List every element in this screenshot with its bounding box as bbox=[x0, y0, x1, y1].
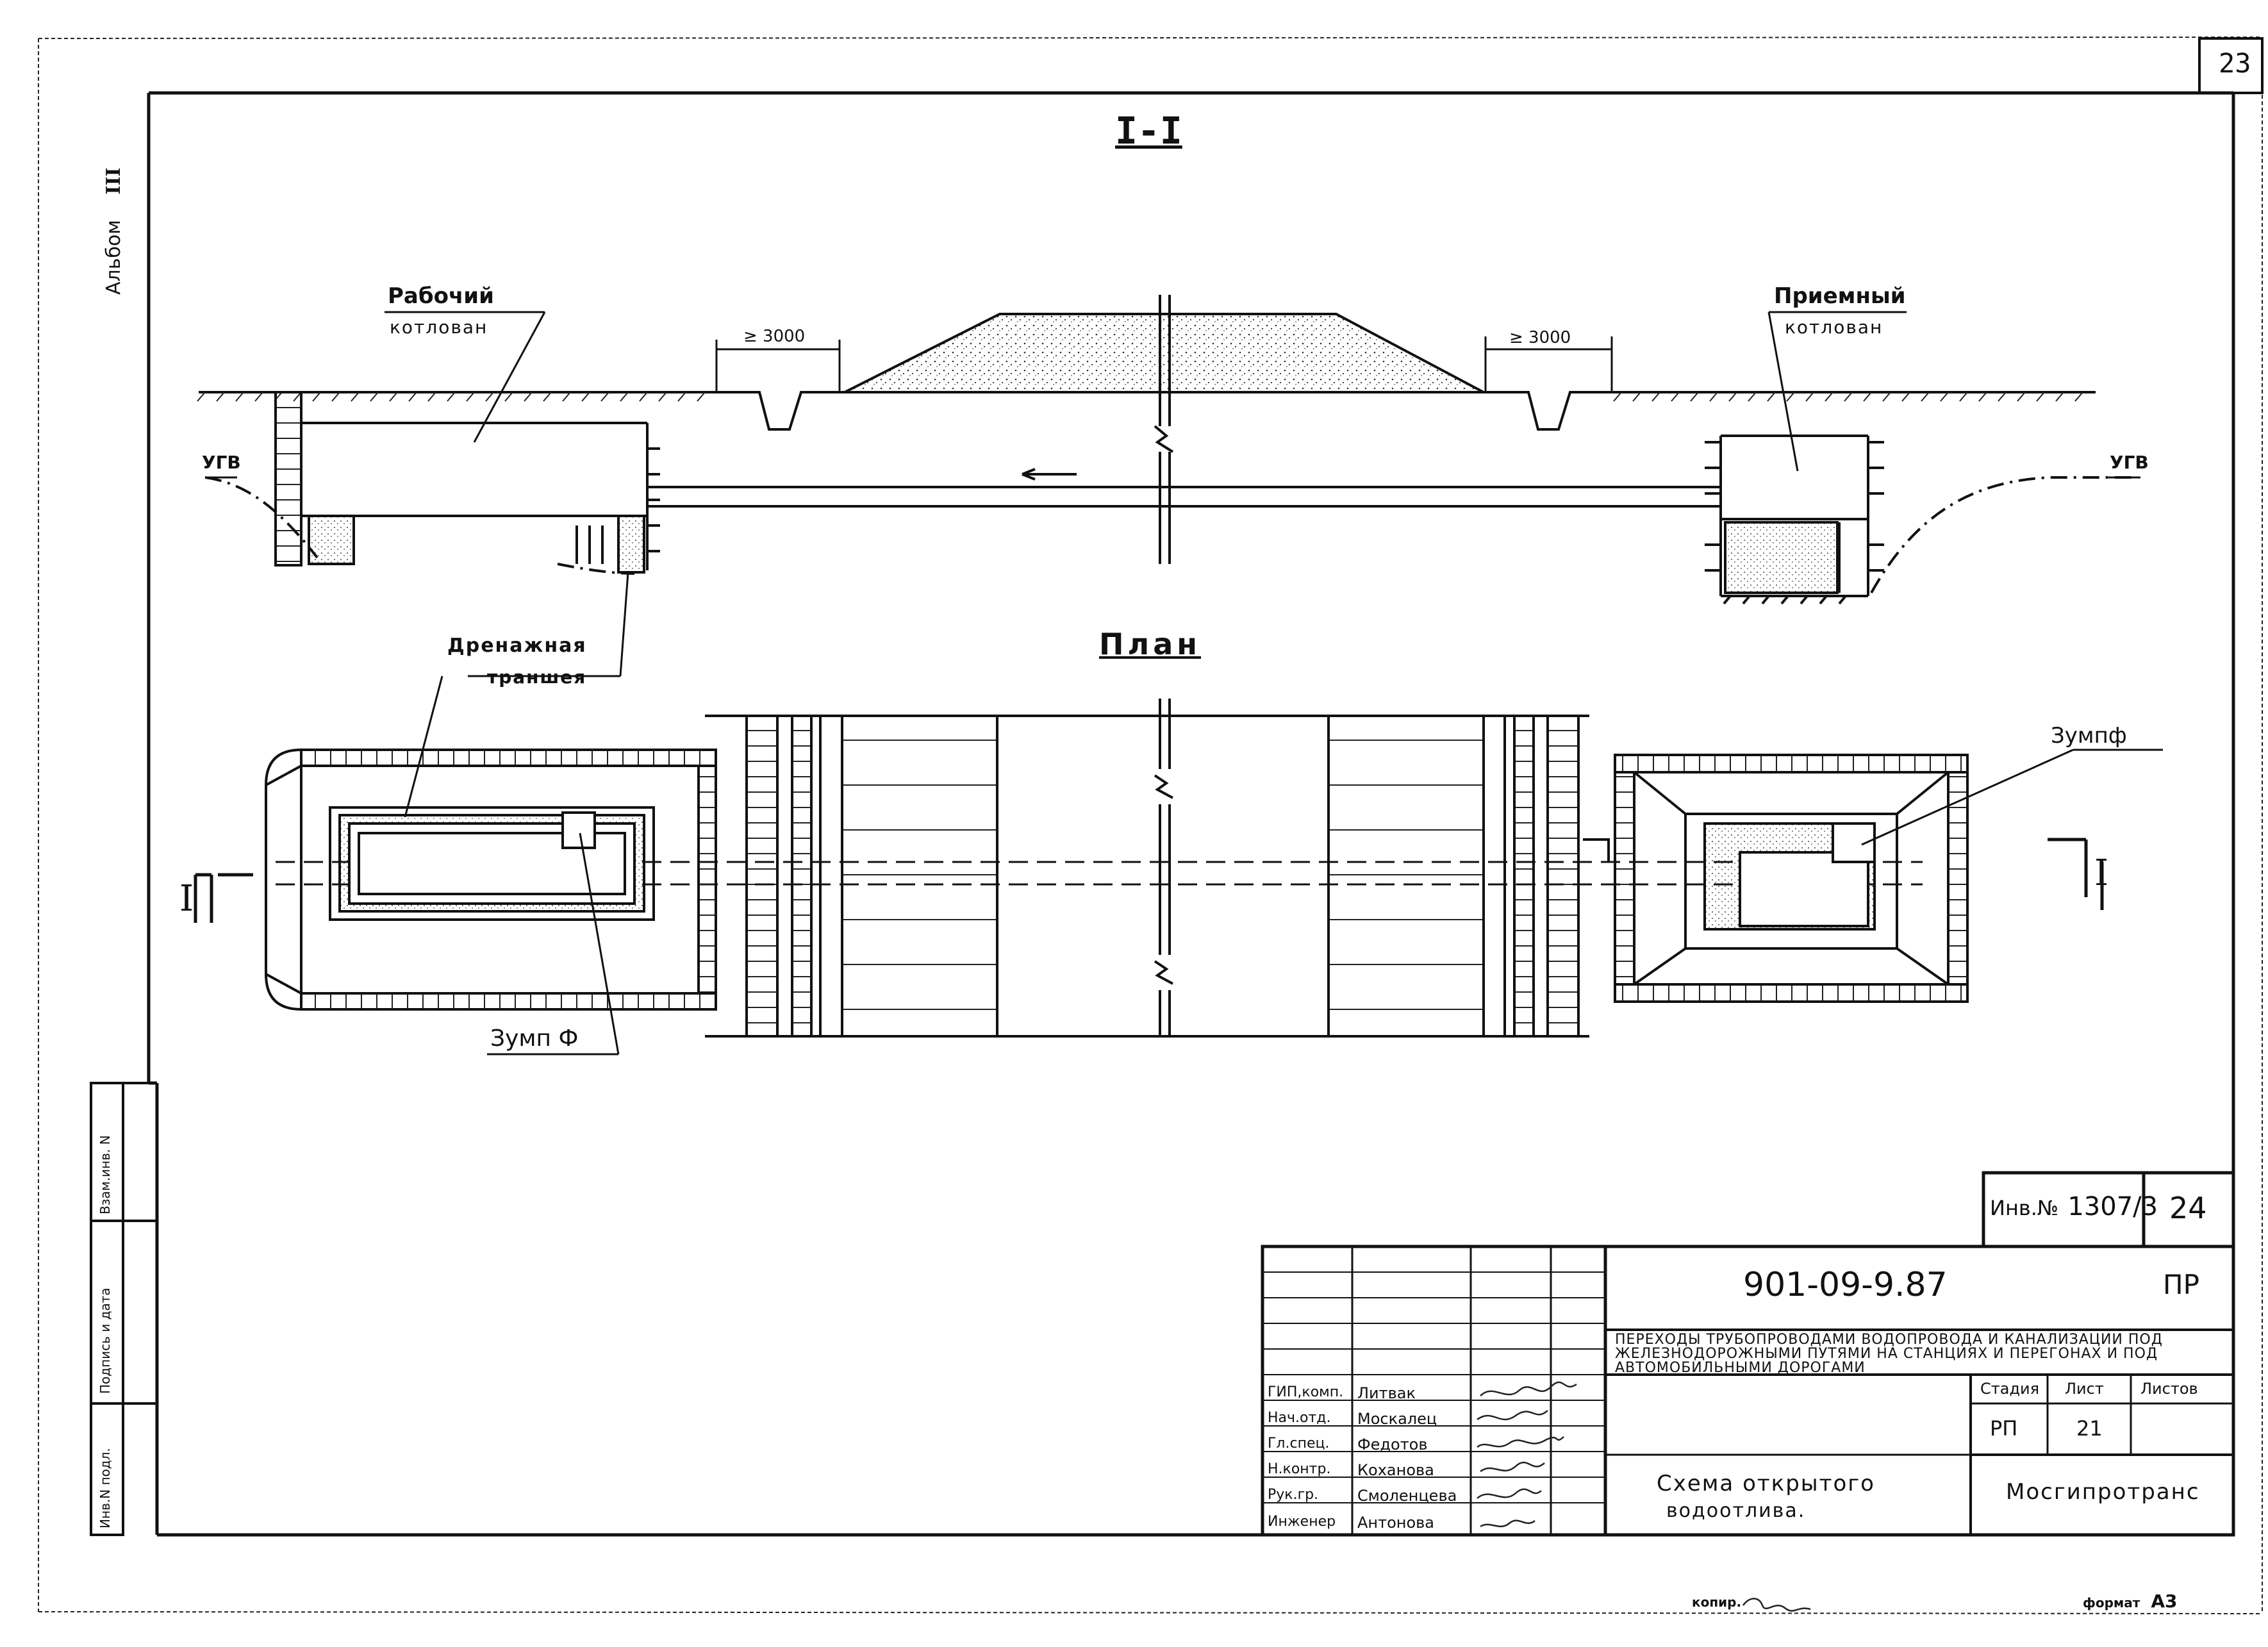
sig-role-3: Н.контр. bbox=[1268, 1461, 1331, 1477]
sheet-header: Лист bbox=[2065, 1380, 2104, 1398]
doc-code: 901-09-9.87 bbox=[1743, 1266, 1948, 1304]
doc-suffix: ПР bbox=[2163, 1269, 2199, 1300]
dim-right: ≥ 3000 bbox=[1509, 328, 1571, 347]
album-label-text: Альбом bbox=[103, 220, 125, 295]
ugv-left: УГВ bbox=[202, 452, 241, 473]
drain-label-2: траншея bbox=[487, 666, 587, 688]
sig-role-5: Инженер bbox=[1268, 1514, 1336, 1530]
organization: Мосгипротранс bbox=[2006, 1479, 2200, 1505]
format-value: А3 bbox=[2151, 1591, 2178, 1612]
right-pit-label-2: котлован bbox=[1785, 317, 1883, 338]
inv-sheet: 24 bbox=[2169, 1191, 2207, 1225]
plan-title: План bbox=[1099, 627, 1202, 661]
sump-left-label: Зумп Ф bbox=[490, 1025, 579, 1052]
side-stamp-signature: Подпись и дата bbox=[97, 1287, 113, 1394]
dim-left: ≥ 3000 bbox=[743, 327, 806, 346]
album-label: Альбом III bbox=[103, 167, 125, 295]
page-number: 23 bbox=[2219, 47, 2251, 79]
side-stamp-replace: Взам.инв. N bbox=[97, 1135, 113, 1214]
sump-right-label: Зумпф bbox=[2051, 723, 2127, 749]
sig-role-0: ГИП,комп. bbox=[1268, 1384, 1344, 1400]
sheets-header: Листов bbox=[2140, 1380, 2198, 1398]
sig-name-0: Литвак bbox=[1357, 1384, 1416, 1402]
side-stamp bbox=[90, 1082, 157, 1536]
sig-name-4: Смоленцева bbox=[1357, 1487, 1457, 1505]
format-label: формат А3 bbox=[2083, 1591, 2177, 1612]
sig-role-1: Нач.отд. bbox=[1268, 1410, 1331, 1426]
section-title: I-I bbox=[1115, 109, 1182, 153]
sig-role-2: Гл.спец. bbox=[1268, 1436, 1330, 1452]
sig-role-4: Рук.гр. bbox=[1268, 1487, 1319, 1503]
left-pit-label-2: котлован bbox=[390, 317, 488, 338]
stage-header: Стадия bbox=[1980, 1380, 2040, 1398]
title-block bbox=[1261, 1171, 2235, 1537]
left-pit-label-1: Рабочий bbox=[388, 283, 494, 309]
page-number-box bbox=[2198, 37, 2264, 94]
sig-name-2: Федотов bbox=[1357, 1436, 1428, 1453]
sig-name-3: Коханова bbox=[1357, 1461, 1434, 1479]
format-label-text: формат bbox=[2083, 1595, 2140, 1610]
cut-right-label: I bbox=[2094, 852, 2109, 894]
drawing-title-1: Схема открытого bbox=[1657, 1471, 1875, 1496]
copied-label: копир. bbox=[1692, 1594, 1742, 1610]
section-view bbox=[197, 295, 2140, 677]
inv-label-text: Инв.№ bbox=[1990, 1196, 2059, 1220]
sig-name-1: Москалец bbox=[1357, 1410, 1437, 1428]
embankment bbox=[844, 313, 1484, 393]
sig-name-5: Антонова bbox=[1357, 1514, 1434, 1532]
right-pit-label-1: Приемный bbox=[1774, 283, 1906, 309]
inv-number: 1307/3 bbox=[2067, 1192, 2158, 1221]
inv-label: Инв.№ 1307/3 bbox=[1990, 1192, 2158, 1221]
plan-view bbox=[194, 675, 2163, 1055]
stage-value: РП bbox=[1990, 1416, 2018, 1441]
ugv-right: УГВ bbox=[2110, 452, 2149, 473]
album-number: III bbox=[103, 167, 125, 195]
drawing-title-2: водоотлива. bbox=[1666, 1500, 1806, 1522]
outer-frame bbox=[38, 37, 2263, 1614]
drain-label-1: Дренажная bbox=[447, 634, 587, 657]
cut-left-label: I bbox=[179, 878, 194, 920]
doc-description: Переходы трубопроводами водопровода и ка… bbox=[1615, 1332, 2163, 1376]
side-stamp-inv: Инв.N подл. bbox=[97, 1448, 113, 1528]
sheet-value: 21 bbox=[2076, 1416, 2103, 1441]
copier-signature bbox=[1742, 1598, 1811, 1612]
